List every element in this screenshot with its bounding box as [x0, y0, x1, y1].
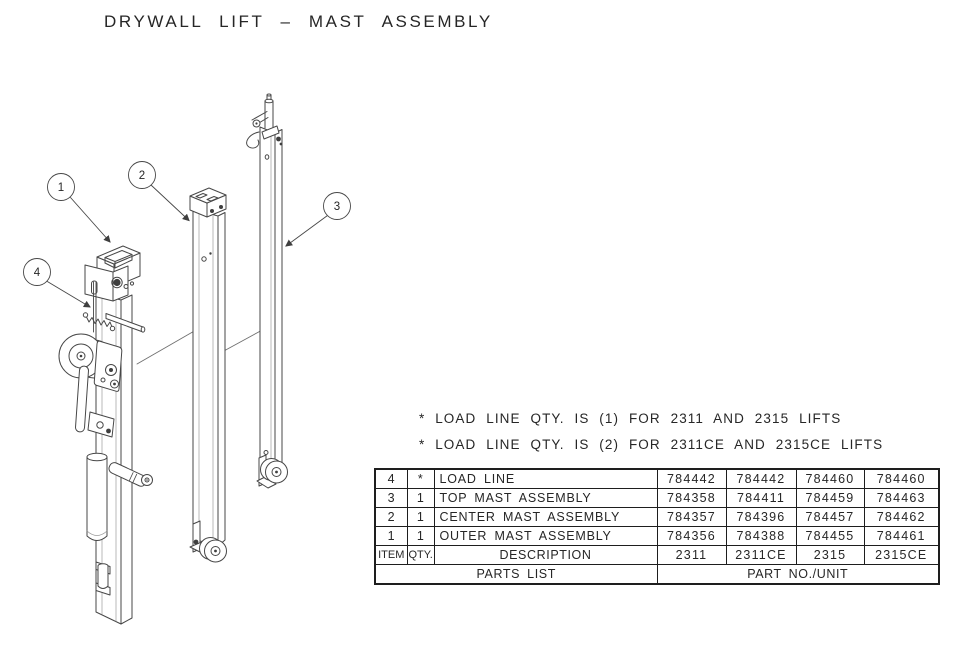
- header-model-2315ce: 2315CE: [863, 545, 940, 565]
- cell-qty: 1: [406, 507, 435, 527]
- cell-partno-2311: 784356: [656, 526, 727, 546]
- header-model-2315: 2315: [795, 545, 865, 565]
- cell-description: TOP MAST ASSEMBLY: [433, 488, 658, 508]
- leader-line-2: [150, 184, 190, 222]
- center-mast-drawing: [189, 187, 227, 563]
- winch-assembly: [58, 312, 146, 438]
- cell-partno-2315: 784459: [795, 488, 865, 508]
- cell-item: 2: [374, 507, 408, 527]
- balloon-label-2: 2: [139, 170, 145, 182]
- center-mast-pulley: [199, 537, 227, 563]
- note-line-2: * LOAD LINE QTY. IS (2) FOR 2311CE AND 2…: [419, 436, 884, 452]
- cell-partno-2311ce: 784442: [725, 468, 797, 489]
- cell-partno-2311: 784358: [656, 488, 727, 508]
- page-title: DRYWALL LIFT – MAST ASSEMBLY: [104, 12, 493, 31]
- lock-pin: [95, 561, 111, 596]
- balloon-label-3: 3: [334, 201, 340, 213]
- header-model-2311: 2311: [656, 545, 727, 565]
- note-line-1: * LOAD LINE QTY. IS (1) FOR 2311 AND 231…: [419, 411, 842, 426]
- header-qty: QTY.: [406, 545, 435, 565]
- cell-partno-2311: 784357: [656, 507, 727, 527]
- cell-partno-2315ce: 784460: [863, 468, 940, 489]
- callouts: 1 2 3 4: [23, 161, 351, 308]
- cell-qty: *: [406, 468, 435, 489]
- cell-partno-2315: 784460: [795, 468, 865, 489]
- table-row: 2 1 CENTER MAST ASSEMBLY 784357 784396 7…: [374, 507, 940, 527]
- top-mast-drawing: [246, 93, 288, 489]
- load-line-notes: * LOAD LINE QTY. IS (1) FOR 2311 AND 231…: [419, 406, 883, 457]
- cell-item: 4: [374, 468, 408, 489]
- table-row: 3 1 TOP MAST ASSEMBLY 784358 784411 7844…: [374, 488, 940, 508]
- balloon-label-1: 1: [58, 182, 64, 194]
- cell-description: LOAD LINE: [433, 468, 658, 489]
- cell-partno-2311ce: 784411: [725, 488, 797, 508]
- leader-line-1: [70, 197, 111, 243]
- cell-partno-2315ce: 784461: [863, 526, 940, 546]
- callout-balloon-2: [128, 161, 156, 189]
- header-description: DESCRIPTION: [433, 545, 658, 565]
- outer-mast-drawing: [58, 245, 153, 625]
- cell-item: 1: [374, 526, 408, 546]
- leader-line-4: [46, 280, 91, 308]
- callout-balloon-1: [47, 173, 75, 201]
- cell-description: CENTER MAST ASSEMBLY: [433, 507, 658, 527]
- table-footer-row: PARTS LIST PART NO./UNIT: [374, 564, 940, 585]
- cell-partno-2315ce: 784463: [863, 488, 940, 508]
- cell-qty: 1: [406, 526, 435, 546]
- cell-description: OUTER MAST ASSEMBLY: [433, 526, 658, 546]
- cell-partno-2315: 784457: [795, 507, 865, 527]
- load-line-cable: [93, 281, 97, 333]
- parts-list-table: 4 * LOAD LINE 784442 784442 784460 78446…: [374, 468, 940, 585]
- balloon-label-4: 4: [34, 267, 41, 279]
- leader-line-3: [285, 215, 328, 247]
- table-header-row: ITEM QTY. DESCRIPTION 2311 2311CE 2315 2…: [374, 545, 940, 565]
- callout-balloon-4: [23, 258, 51, 286]
- cell-partno-2311ce: 784388: [725, 526, 797, 546]
- footer-part-no-unit: PART NO./UNIT: [656, 564, 940, 585]
- table-row: 4 * LOAD LINE 784442 784442 784460 78446…: [374, 468, 940, 489]
- cell-qty: 1: [406, 488, 435, 508]
- top-mast-pulley: [260, 458, 288, 484]
- crank-handle: [86, 452, 153, 541]
- cell-partno-2315ce: 784462: [863, 507, 940, 527]
- cell-partno-2311: 784442: [656, 468, 727, 489]
- footer-parts-list: PARTS LIST: [374, 564, 658, 585]
- callout-balloon-3: [323, 192, 351, 220]
- cell-partno-2315: 784455: [795, 526, 865, 546]
- cell-item: 3: [374, 488, 408, 508]
- header-model-2311ce: 2311CE: [725, 545, 797, 565]
- header-item: ITEM: [374, 545, 408, 565]
- top-mast-latch: [246, 111, 283, 149]
- cell-partno-2311ce: 784396: [725, 507, 797, 527]
- assembly-alignment-lines: [136, 325, 267, 365]
- table-row: 1 1 OUTER MAST ASSEMBLY 784356 784388 78…: [374, 526, 940, 546]
